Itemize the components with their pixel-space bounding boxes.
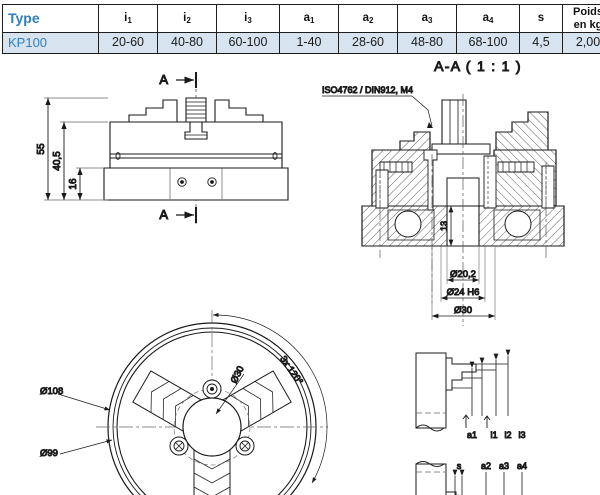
- front-view-jaw-right: [214, 99, 264, 123]
- front-view-jaw-left: [128, 99, 178, 123]
- dim-plan-inner-label: Ø99: [40, 448, 58, 459]
- jaw-detail-bottom-label-a3: a3: [499, 461, 509, 471]
- column-header-s-label: s: [537, 12, 545, 25]
- jaw-detail-top-body: [415, 352, 447, 429]
- column-header-a4: a4: [456, 4, 520, 33]
- jaw-detail-top-label-i2: i2: [504, 430, 511, 440]
- jaw-detail-top: a1 i1 i2 i3: [415, 349, 526, 441]
- cell-s: 4,5: [519, 32, 563, 54]
- column-header-i1: i1: [98, 4, 158, 33]
- dim-boss-label: Ø30: [454, 305, 472, 316]
- dim-overall-height-label: 55: [36, 143, 47, 155]
- column-header-a1-sub: 1: [309, 16, 315, 26]
- column-header-s: s: [519, 4, 563, 33]
- dim-bore-small: Ø20,2: [447, 269, 479, 283]
- dim-bore-fit: Ø24 H6: [441, 287, 485, 301]
- column-header-a3-sub: 3: [427, 16, 433, 26]
- jaw-detail-top-label-a1: a1: [467, 430, 477, 440]
- dim-bore-depth: 13: [439, 206, 454, 246]
- dim-mid-height: 40,5: [52, 122, 67, 200]
- column-header-type: Type: [2, 4, 99, 33]
- column-header-a2: a2: [338, 4, 398, 33]
- column-header-poids-label: Poids: [573, 5, 600, 18]
- column-header-a3: a3: [397, 4, 457, 33]
- column-header-a2-label: a: [362, 12, 369, 25]
- table-row: KP100 20-60 40-80 60-100 1-40 28-60 48-8…: [2, 32, 600, 54]
- plan-view: Ø108 Ø99 Ø30 3x 120°: [40, 310, 328, 495]
- column-header-poids: Poids en kg: [562, 4, 600, 33]
- section-view: A-A ( 1 : 1 ) ISO4762 / DIN912, M4: [322, 58, 565, 326]
- column-header-a1-label: a: [303, 12, 310, 25]
- dim-bore-depth-label: 13: [439, 221, 449, 231]
- column-header-a1: a1: [279, 4, 339, 33]
- dim-plan-outer: Ø108: [40, 386, 111, 411]
- column-header-i3-label: i: [244, 12, 248, 25]
- jaw-detail-bottom-label-s: s: [457, 461, 462, 471]
- spec-table: Type i1 i2 i3 a1 a2 a3: [2, 4, 600, 54]
- section-jaw-right: [495, 111, 549, 151]
- cell-i3: 60-100: [216, 32, 280, 54]
- front-view-base-plate: [103, 167, 289, 201]
- section-letter-top: A: [159, 72, 168, 87]
- column-header-i3: i3: [216, 4, 280, 33]
- jaw-detail-top-steps: [446, 357, 477, 391]
- dim-mid-height-label: 40,5: [52, 151, 63, 171]
- cell-poids: 2,00: [562, 32, 600, 54]
- column-header-a4-label: a: [482, 12, 489, 25]
- jaw-detail-bottom-label-a2: a2: [481, 461, 491, 471]
- cell-i2: 40-80: [157, 32, 217, 54]
- column-header-type-label: Type: [8, 10, 40, 27]
- dim-plan-outer-label: Ø108: [40, 386, 63, 397]
- dim-plan-inner: Ø99: [40, 439, 113, 460]
- column-header-i1-label: i: [124, 12, 128, 25]
- cell-a1: 1-40: [279, 32, 339, 54]
- cell-a4: 68-100: [456, 32, 520, 54]
- column-header-a3-label: a: [421, 12, 428, 25]
- column-header-i3-sub: 3: [247, 16, 252, 26]
- cell-a2: 28-60: [338, 32, 398, 54]
- section-center-boss: [441, 99, 467, 145]
- dim-base-height-label: 16: [68, 178, 79, 190]
- jaw-detail-top-label-i1: i1: [490, 430, 497, 440]
- screw-note-label: ISO4762 / DIN912, M4: [322, 85, 413, 95]
- dim-plan-center-bore-label: Ø30: [229, 364, 247, 385]
- column-header-i2: i2: [157, 4, 217, 33]
- section-view-title: A-A ( 1 : 1 ): [434, 58, 522, 74]
- spec-table-body: KP100 20-60 40-80 60-100 1-40 28-60 48-8…: [2, 32, 600, 54]
- jaw-detail-bottom: s a2 a3 a4: [415, 461, 528, 495]
- jaw-detail-top-label-i3: i3: [518, 430, 525, 440]
- cell-type: KP100: [2, 32, 99, 54]
- section-marker-top: [176, 72, 197, 88]
- jaw-detail-bottom-label-a4: a4: [517, 461, 527, 471]
- column-header-poids-unit: en kg: [573, 18, 600, 31]
- spec-table-header: Type i1 i2 i3 a1 a2 a3: [2, 4, 600, 33]
- jaw-detail-bottom-body: [415, 463, 447, 495]
- technical-drawing: 55 40,5 16 A A A-A ( 1 : 1 ): [0, 58, 600, 495]
- jaw-detail-bottom-steps: [446, 491, 457, 495]
- column-header-a2-sub: 2: [368, 16, 374, 26]
- column-header-i1-sub: 1: [127, 16, 132, 26]
- cell-i1: 20-60: [98, 32, 158, 54]
- section-letter-bottom: A: [159, 207, 168, 222]
- column-header-i2-sub: 2: [186, 16, 191, 26]
- section-screws: [375, 149, 555, 211]
- table-header-row: Type i1 i2 i3 a1 a2 a3: [2, 4, 600, 33]
- cell-a3: 48-80: [397, 32, 457, 54]
- front-view: 55 40,5 16 A A: [36, 72, 289, 224]
- dim-bore-fit-label: Ø24 H6: [447, 287, 480, 298]
- column-header-a4-sub: 4: [488, 16, 494, 26]
- dim-boss: Ø30: [432, 305, 495, 319]
- column-header-i2-label: i: [183, 12, 187, 25]
- dim-overall-height: 55: [36, 98, 51, 200]
- dim-base-height: 16: [68, 168, 83, 200]
- plan-center-hub: [182, 397, 242, 457]
- section-marker-bottom: [176, 207, 197, 223]
- dim-bore-small-label: Ø20,2: [450, 269, 476, 280]
